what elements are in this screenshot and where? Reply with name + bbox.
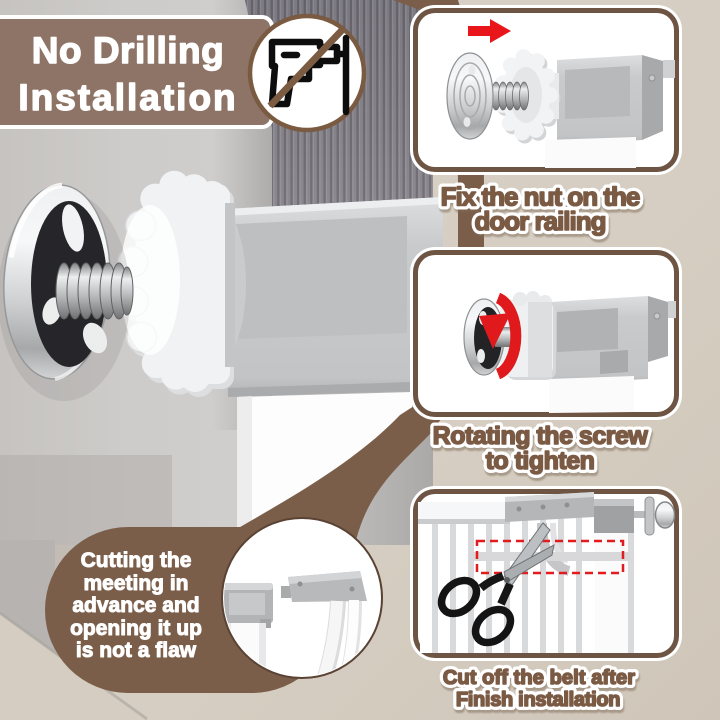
svg-text:door railing: door railing	[475, 206, 606, 236]
svg-text:Cut off the belt after: Cut off the belt after	[443, 667, 635, 689]
svg-text:Rotating the screw: Rotating the screw	[433, 422, 649, 450]
svg-text:door railing: door railing	[475, 206, 606, 236]
svg-text:Fix the nut on the: Fix the nut on the	[441, 182, 640, 212]
svg-text:Finish installation: Finish installation	[456, 689, 620, 711]
svg-text:Cutting the: Cutting the	[81, 549, 192, 572]
svg-text:No Drilling: No Drilling	[32, 30, 225, 71]
svg-text:Fix the nut on the: Fix the nut on the	[441, 182, 640, 212]
svg-text:meeting in: meeting in	[83, 572, 188, 595]
svg-text:to tighten: to tighten	[486, 447, 595, 475]
svg-text:opening it up: opening it up	[70, 617, 202, 640]
svg-text:Cut off the belt after: Cut off the belt after	[443, 667, 635, 689]
svg-text:advance and: advance and	[72, 594, 199, 617]
svg-text:to tighten: to tighten	[486, 447, 595, 475]
svg-text:Installation: Installation	[18, 77, 237, 118]
svg-text:Rotating the screw: Rotating the screw	[433, 422, 649, 450]
svg-text:is not a flaw: is not a flaw	[76, 639, 197, 662]
svg-text:Finish installation: Finish installation	[456, 689, 620, 711]
